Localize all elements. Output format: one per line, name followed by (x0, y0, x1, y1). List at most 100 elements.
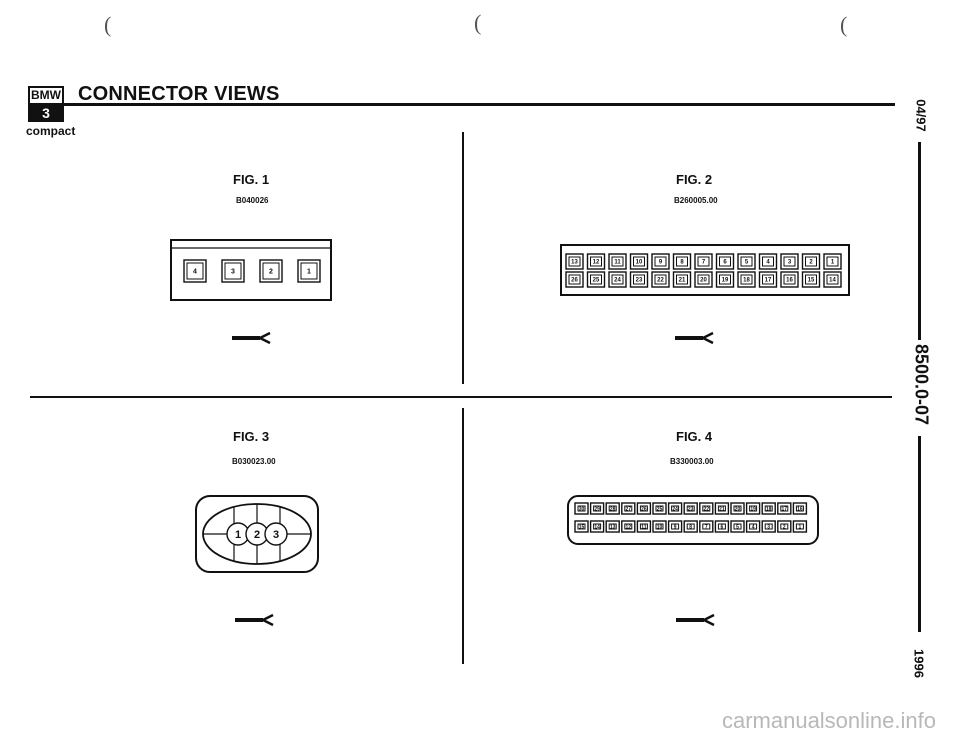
svg-text:8: 8 (680, 260, 684, 266)
figure-4-pin-13: 13 (605, 520, 620, 533)
figure-4-pin-5: 5 (730, 520, 745, 533)
svg-text:14: 14 (594, 524, 600, 530)
figure-4-pin-8: 8 (683, 520, 698, 533)
figure-4-pin-7: 7 (699, 520, 714, 533)
figure-1-title: FIG. 1 (233, 172, 270, 187)
figure-2-pin-26: 26 (565, 271, 584, 288)
figure-4-pin-2: 2 (777, 520, 792, 533)
margin-mark: ( (104, 12, 112, 37)
svg-text:11: 11 (614, 260, 621, 266)
figure-4-pin-12: 12 (621, 520, 636, 533)
figure-2-code: B260005.00 (674, 196, 718, 205)
figure-4-pin-4: 4 (745, 520, 761, 533)
figure-4-pin-18: 18 (761, 502, 776, 515)
figure-2-pin-23: 23 (629, 271, 649, 288)
figure-4-pin-9: 9 (667, 520, 683, 533)
figure-4-pin-30: 30 (574, 502, 589, 515)
svg-text:3: 3 (231, 269, 235, 276)
logo-brand: BMW (30, 88, 62, 105)
svg-text:12: 12 (593, 260, 600, 266)
figure-4-pin-17: 17 (777, 502, 792, 515)
svg-text:5: 5 (745, 260, 749, 266)
figure-4-pin-14: 14 (589, 520, 605, 533)
figure-2-pin-9: 9 (651, 253, 670, 270)
vertical-divider-bottom (462, 408, 464, 664)
svg-text:18: 18 (743, 278, 750, 284)
svg-text:13: 13 (571, 260, 578, 266)
figure-2-pin-4: 4 (758, 253, 778, 270)
figure-1-code: B040026 (236, 196, 269, 205)
svg-text:1: 1 (799, 524, 802, 530)
figure-2-pin-16: 16 (780, 271, 799, 288)
figure-2-pin-11: 11 (608, 253, 627, 270)
horizontal-divider (30, 396, 892, 398)
logo-series: 3 (30, 105, 62, 122)
svg-text:19: 19 (722, 278, 729, 284)
svg-text:9: 9 (659, 260, 663, 266)
figure-2-pin-22: 22 (651, 271, 670, 288)
page-title: CONNECTOR VIEWS (78, 83, 280, 105)
svg-text:8: 8 (689, 524, 692, 530)
figure-4-pin-1: 1 (792, 520, 808, 533)
figure-2-pin-18: 18 (737, 271, 756, 288)
svg-text:12: 12 (626, 524, 632, 530)
side-rule (918, 142, 921, 340)
figure-4-pin-22: 22 (699, 502, 714, 515)
page-subtitle: compact (26, 124, 76, 138)
figure-3-harness-symbol (235, 613, 274, 627)
figure-2-pin-2: 2 (801, 253, 821, 270)
figure-1-harness-symbol (232, 331, 271, 345)
figure-2-pin-25: 25 (586, 271, 606, 288)
figure-4-pin-28: 28 (605, 502, 620, 515)
figure-3-code: B030023.00 (232, 457, 276, 466)
svg-text:7: 7 (705, 524, 708, 530)
svg-text:21: 21 (719, 506, 725, 512)
figure-4-pin-29: 29 (589, 502, 605, 515)
svg-text:1: 1 (831, 260, 835, 266)
figure-4-pin-21: 21 (714, 502, 730, 515)
svg-text:18: 18 (766, 506, 772, 512)
figure-4-pin-11: 11 (636, 520, 652, 533)
svg-text:15: 15 (579, 524, 585, 530)
svg-text:9: 9 (674, 524, 677, 530)
figure-2-title: FIG. 2 (676, 172, 713, 187)
figure-4-pin-20: 20 (730, 502, 745, 515)
watermark: carmanualsonline.info (721, 708, 936, 733)
svg-text:29: 29 (594, 506, 600, 512)
figure-1-pin-2: 2 (259, 259, 283, 283)
svg-text:27: 27 (626, 506, 632, 512)
svg-text:22: 22 (704, 506, 710, 512)
figure-2-pin-1: 1 (823, 253, 842, 270)
figure-1-pin-3: 3 (221, 259, 245, 283)
margin-mark: ( (840, 12, 848, 37)
side-rule (918, 436, 921, 632)
year-label: 1996 (911, 649, 927, 678)
figure-4-code: B330003.00 (670, 457, 714, 466)
svg-text:2: 2 (809, 260, 813, 266)
figure-2-pin-7: 7 (694, 253, 713, 270)
svg-text:20: 20 (735, 506, 741, 512)
svg-text:26: 26 (571, 278, 578, 284)
svg-text:4: 4 (766, 260, 770, 266)
svg-text:16: 16 (797, 506, 803, 512)
svg-text:1: 1 (307, 269, 311, 276)
figure-3-pin-3: 3 (264, 522, 288, 546)
figure-2-pin-12: 12 (586, 253, 606, 270)
figure-4-pin-10: 10 (652, 520, 667, 533)
figure-2-pin-24: 24 (608, 271, 627, 288)
svg-text:2: 2 (783, 524, 786, 530)
figure-4-pin-19: 19 (745, 502, 761, 515)
svg-text:15: 15 (808, 278, 815, 284)
figure-1-pin-1: 1 (297, 259, 321, 283)
svg-text:3: 3 (788, 260, 792, 266)
svg-text:3: 3 (273, 529, 279, 541)
svg-text:20: 20 (700, 278, 707, 284)
svg-text:4: 4 (193, 269, 197, 276)
figure-4-pin-26: 26 (636, 502, 652, 515)
figure-2-pin-17: 17 (758, 271, 778, 288)
svg-text:17: 17 (765, 278, 772, 284)
figure-2-harness-symbol (675, 331, 714, 345)
figure-4-pin-3: 3 (761, 520, 776, 533)
